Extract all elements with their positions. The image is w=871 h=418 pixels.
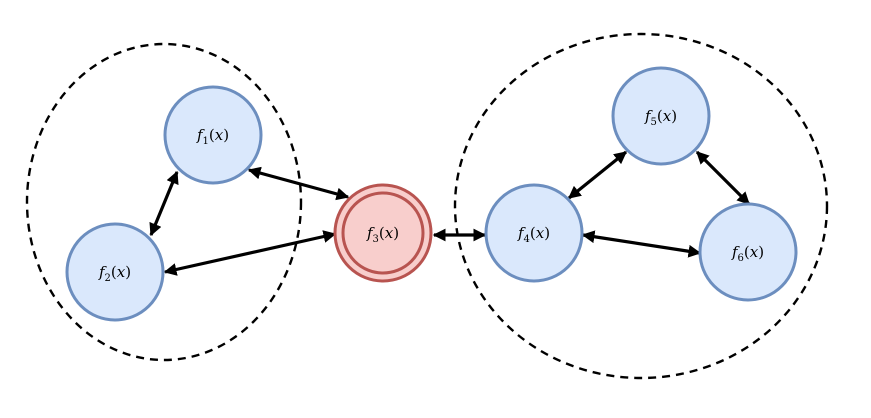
node-f6-label: f6(x): [731, 243, 764, 264]
node-f4: f4(x): [484, 183, 584, 283]
edge-f5-f6: [695, 150, 751, 206]
node-f3: f3(x): [333, 183, 433, 283]
node-f6-sub: 6: [738, 253, 744, 264]
node-f3-inner-circle: [341, 191, 425, 275]
node-f3-func: f: [366, 224, 375, 242]
node-f2-label: f2(x): [98, 263, 131, 284]
left-cluster-boundary: [25, 42, 303, 362]
node-f1-sub: 1: [203, 136, 209, 147]
edge-f4-f5: [567, 150, 628, 200]
node-f5-func: f: [644, 107, 653, 125]
edge-f4-f6: [581, 230, 702, 258]
node-f2-sub: 2: [105, 273, 111, 284]
node-f6-circle: [698, 202, 798, 302]
node-f1-func: f: [196, 126, 205, 144]
node-f5-label: f5(x): [644, 107, 677, 128]
node-f6: f6(x): [698, 202, 798, 302]
node-f3-label: f3(x): [366, 224, 399, 245]
node-f1-arg: x: [215, 126, 224, 144]
edges: [149, 150, 751, 276]
right-cluster-boundary: [453, 32, 829, 380]
node-f2-arg: x: [117, 263, 126, 281]
node-f4-label: f4(x): [517, 224, 550, 245]
node-f6-arg: x: [750, 243, 759, 261]
node-f5-sub: 5: [651, 117, 657, 128]
node-f1-circle: [163, 85, 263, 185]
edge-f1-f3: [247, 166, 350, 201]
node-f2: f2(x): [65, 222, 165, 322]
node-f4-func: f: [517, 224, 526, 242]
node-f1-label: f1(x): [196, 126, 229, 147]
node-f4-circle: [484, 183, 584, 283]
node-f3-arg: x: [385, 224, 394, 242]
node-f6-func: f: [731, 243, 740, 261]
edge-f1-f2: [149, 170, 179, 237]
node-f5-arg: x: [663, 107, 672, 125]
node-f3-sub: 3: [373, 234, 379, 245]
node-f5: f5(x): [611, 66, 711, 166]
node-f2-circle: [65, 222, 165, 322]
node-f1: f1(x): [163, 85, 263, 185]
node-f4-arg: x: [536, 224, 545, 242]
node-f2-func: f: [98, 263, 107, 281]
node-f5-circle: [611, 66, 711, 166]
node-f4-sub: 4: [524, 234, 530, 245]
edge-f2-f3: [163, 230, 337, 276]
